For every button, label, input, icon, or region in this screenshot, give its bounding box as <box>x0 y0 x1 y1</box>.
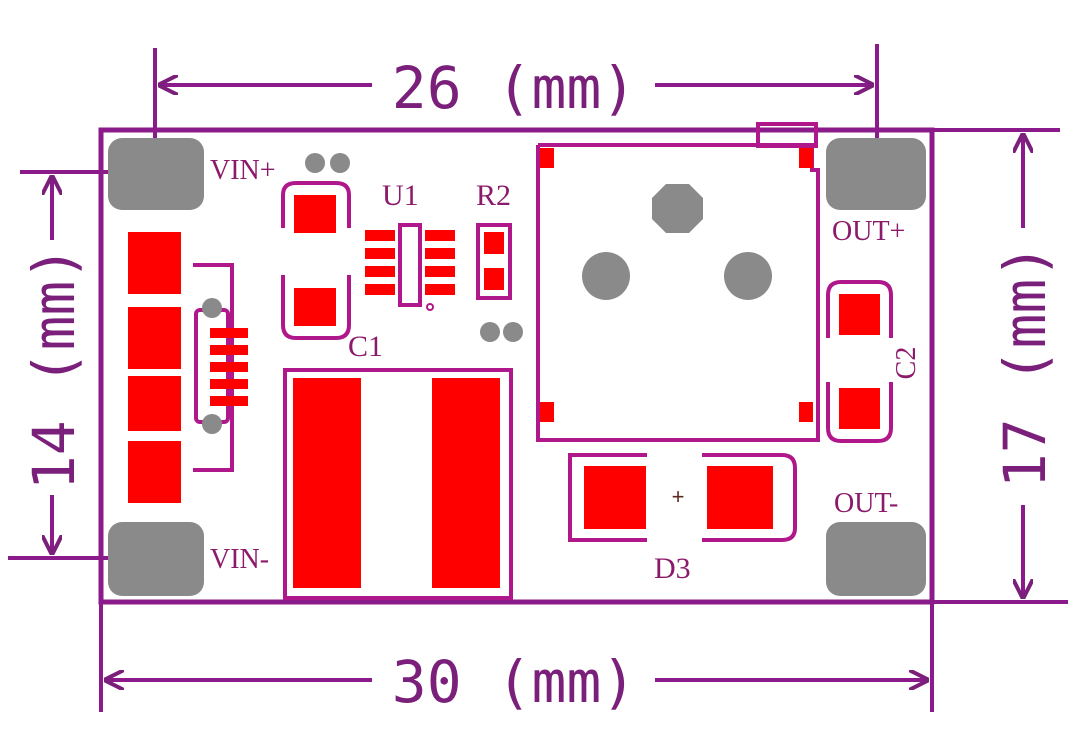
label-out-minus: OUT- <box>834 488 898 519</box>
power-inductor-module <box>536 122 820 442</box>
label-c2: C2 <box>891 347 922 380</box>
pad-vin-plus <box>108 138 204 210</box>
label-vin-minus: VIN- <box>210 544 269 575</box>
pad-vin-minus <box>108 522 204 596</box>
capacitor-c1 <box>281 181 351 340</box>
inductor <box>283 368 513 600</box>
bottom-dimension-label: 30 (mm) <box>392 648 636 716</box>
label-d3: D3 <box>654 552 691 585</box>
pad-out-minus <box>826 522 926 596</box>
ic-u1 <box>365 223 455 311</box>
vias <box>305 153 523 342</box>
usb-connector <box>128 232 248 503</box>
capacitor-c2 <box>826 280 893 443</box>
diode-d3 <box>568 453 797 542</box>
label-out-plus: OUT+ <box>832 216 905 247</box>
resistor-r2 <box>476 223 512 300</box>
label-vin-plus: VIN+ <box>210 155 276 186</box>
right-dimension-label: 17 (mm) <box>991 244 1059 488</box>
label-r2: R2 <box>476 179 511 212</box>
label-u1: U1 <box>382 179 419 212</box>
left-dimension-label: 14 (mm) <box>20 246 88 490</box>
top-dimension-label: 26 (mm) <box>392 54 636 122</box>
mounting-pads <box>108 138 926 596</box>
pad-out-plus <box>826 138 926 210</box>
label-c1: C1 <box>348 330 383 363</box>
label-d3-polarity: + <box>672 484 685 509</box>
